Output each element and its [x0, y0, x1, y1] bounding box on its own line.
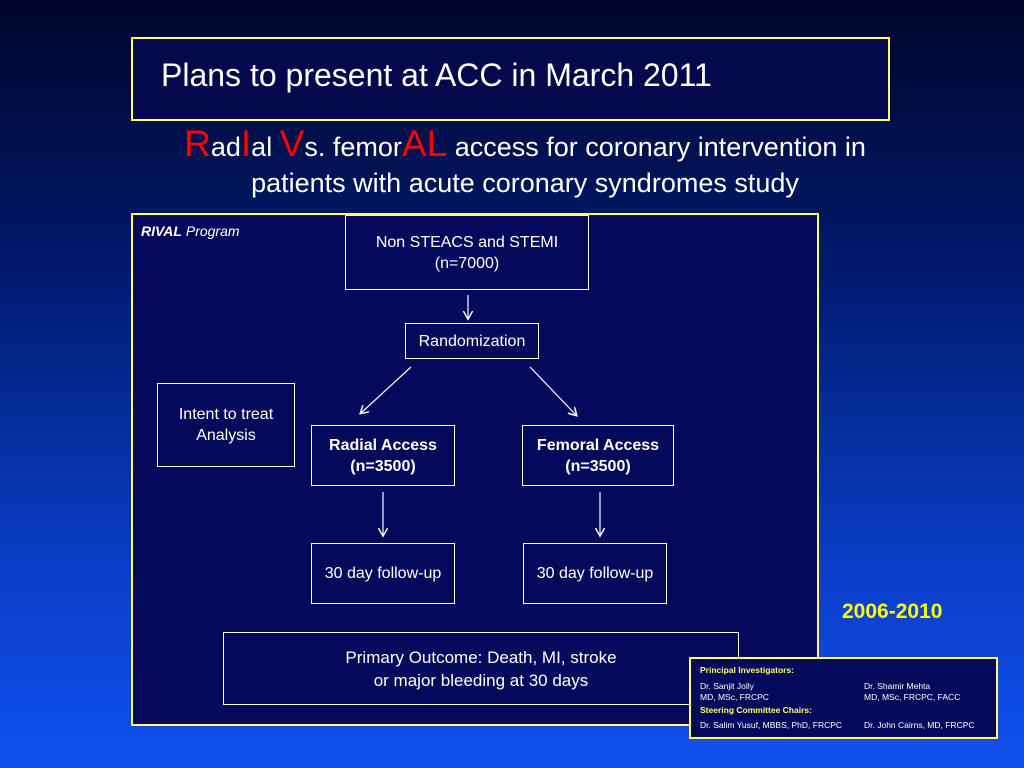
subtitle-v: V: [279, 123, 305, 164]
pi1-name: Dr. Sanjit Jolly: [700, 681, 754, 691]
arrow-random-to-femoral: [529, 366, 576, 415]
subtitle-ad: ad: [210, 132, 241, 162]
program-suffix: Program: [181, 223, 240, 239]
radial-box: Radial Access (n=3500): [311, 425, 455, 486]
subtitle-femor: s. femor: [304, 132, 402, 162]
femoral-box: Femoral Access (n=3500): [522, 425, 674, 486]
flow-arrows: [133, 295, 817, 724]
pi2-credentials: MD, MSc, FRCPC, FACC: [864, 692, 961, 702]
study-subtitle: RadIal Vs. femorAL access for coronary i…: [60, 123, 990, 201]
subtitle-i: I: [240, 123, 252, 164]
program-label: RIVAL Program: [141, 223, 240, 239]
subtitle-line2: patients with acute coronary syndromes s…: [251, 168, 799, 198]
pi2-name: Dr. Shamir Mehta: [864, 681, 931, 691]
pi1-credentials: MD, MSc, FRCPC: [700, 692, 769, 702]
sc1-name: Dr. Salim Yusuf, MBBS, PhD, FRCPC: [700, 720, 843, 730]
study-years: 2006-2010: [842, 600, 943, 623]
title-box: Plans to present at ACC in March 2011: [131, 37, 890, 121]
subtitle-al: al: [251, 132, 280, 162]
femoral-followup-box: 30 day follow-up: [523, 543, 667, 604]
subtitle-rest: access for coronary intervention in: [447, 132, 866, 162]
itt-box: Intent to treat Analysis: [157, 383, 295, 467]
program-name: RIVAL: [141, 223, 182, 239]
pi-heading: Principal Investigators:: [700, 665, 794, 675]
outcome-box: Primary Outcome: Death, MI, stroke or ma…: [223, 632, 739, 705]
subtitle-al-caps: AL: [401, 123, 448, 164]
subtitle-r: R: [184, 123, 211, 164]
flowchart-panel: RIVAL Program Non STEACS and STEMI (n=70…: [131, 213, 819, 726]
radial-followup-box: 30 day follow-up: [311, 543, 455, 604]
randomization-box: Randomization: [405, 323, 539, 359]
investigators-box: Principal Investigators: Dr. Sanjit Joll…: [689, 657, 998, 739]
arrow-random-to-radial: [361, 366, 412, 413]
sc2-name: Dr. John Cairns, MD, FRCPC: [864, 720, 975, 730]
enrollment-box: Non STEACS and STEMI (n=7000): [345, 215, 589, 290]
sc-heading: Steering Committee Chairs:: [700, 705, 812, 715]
slide-title: Plans to present at ACC in March 2011: [161, 57, 712, 93]
